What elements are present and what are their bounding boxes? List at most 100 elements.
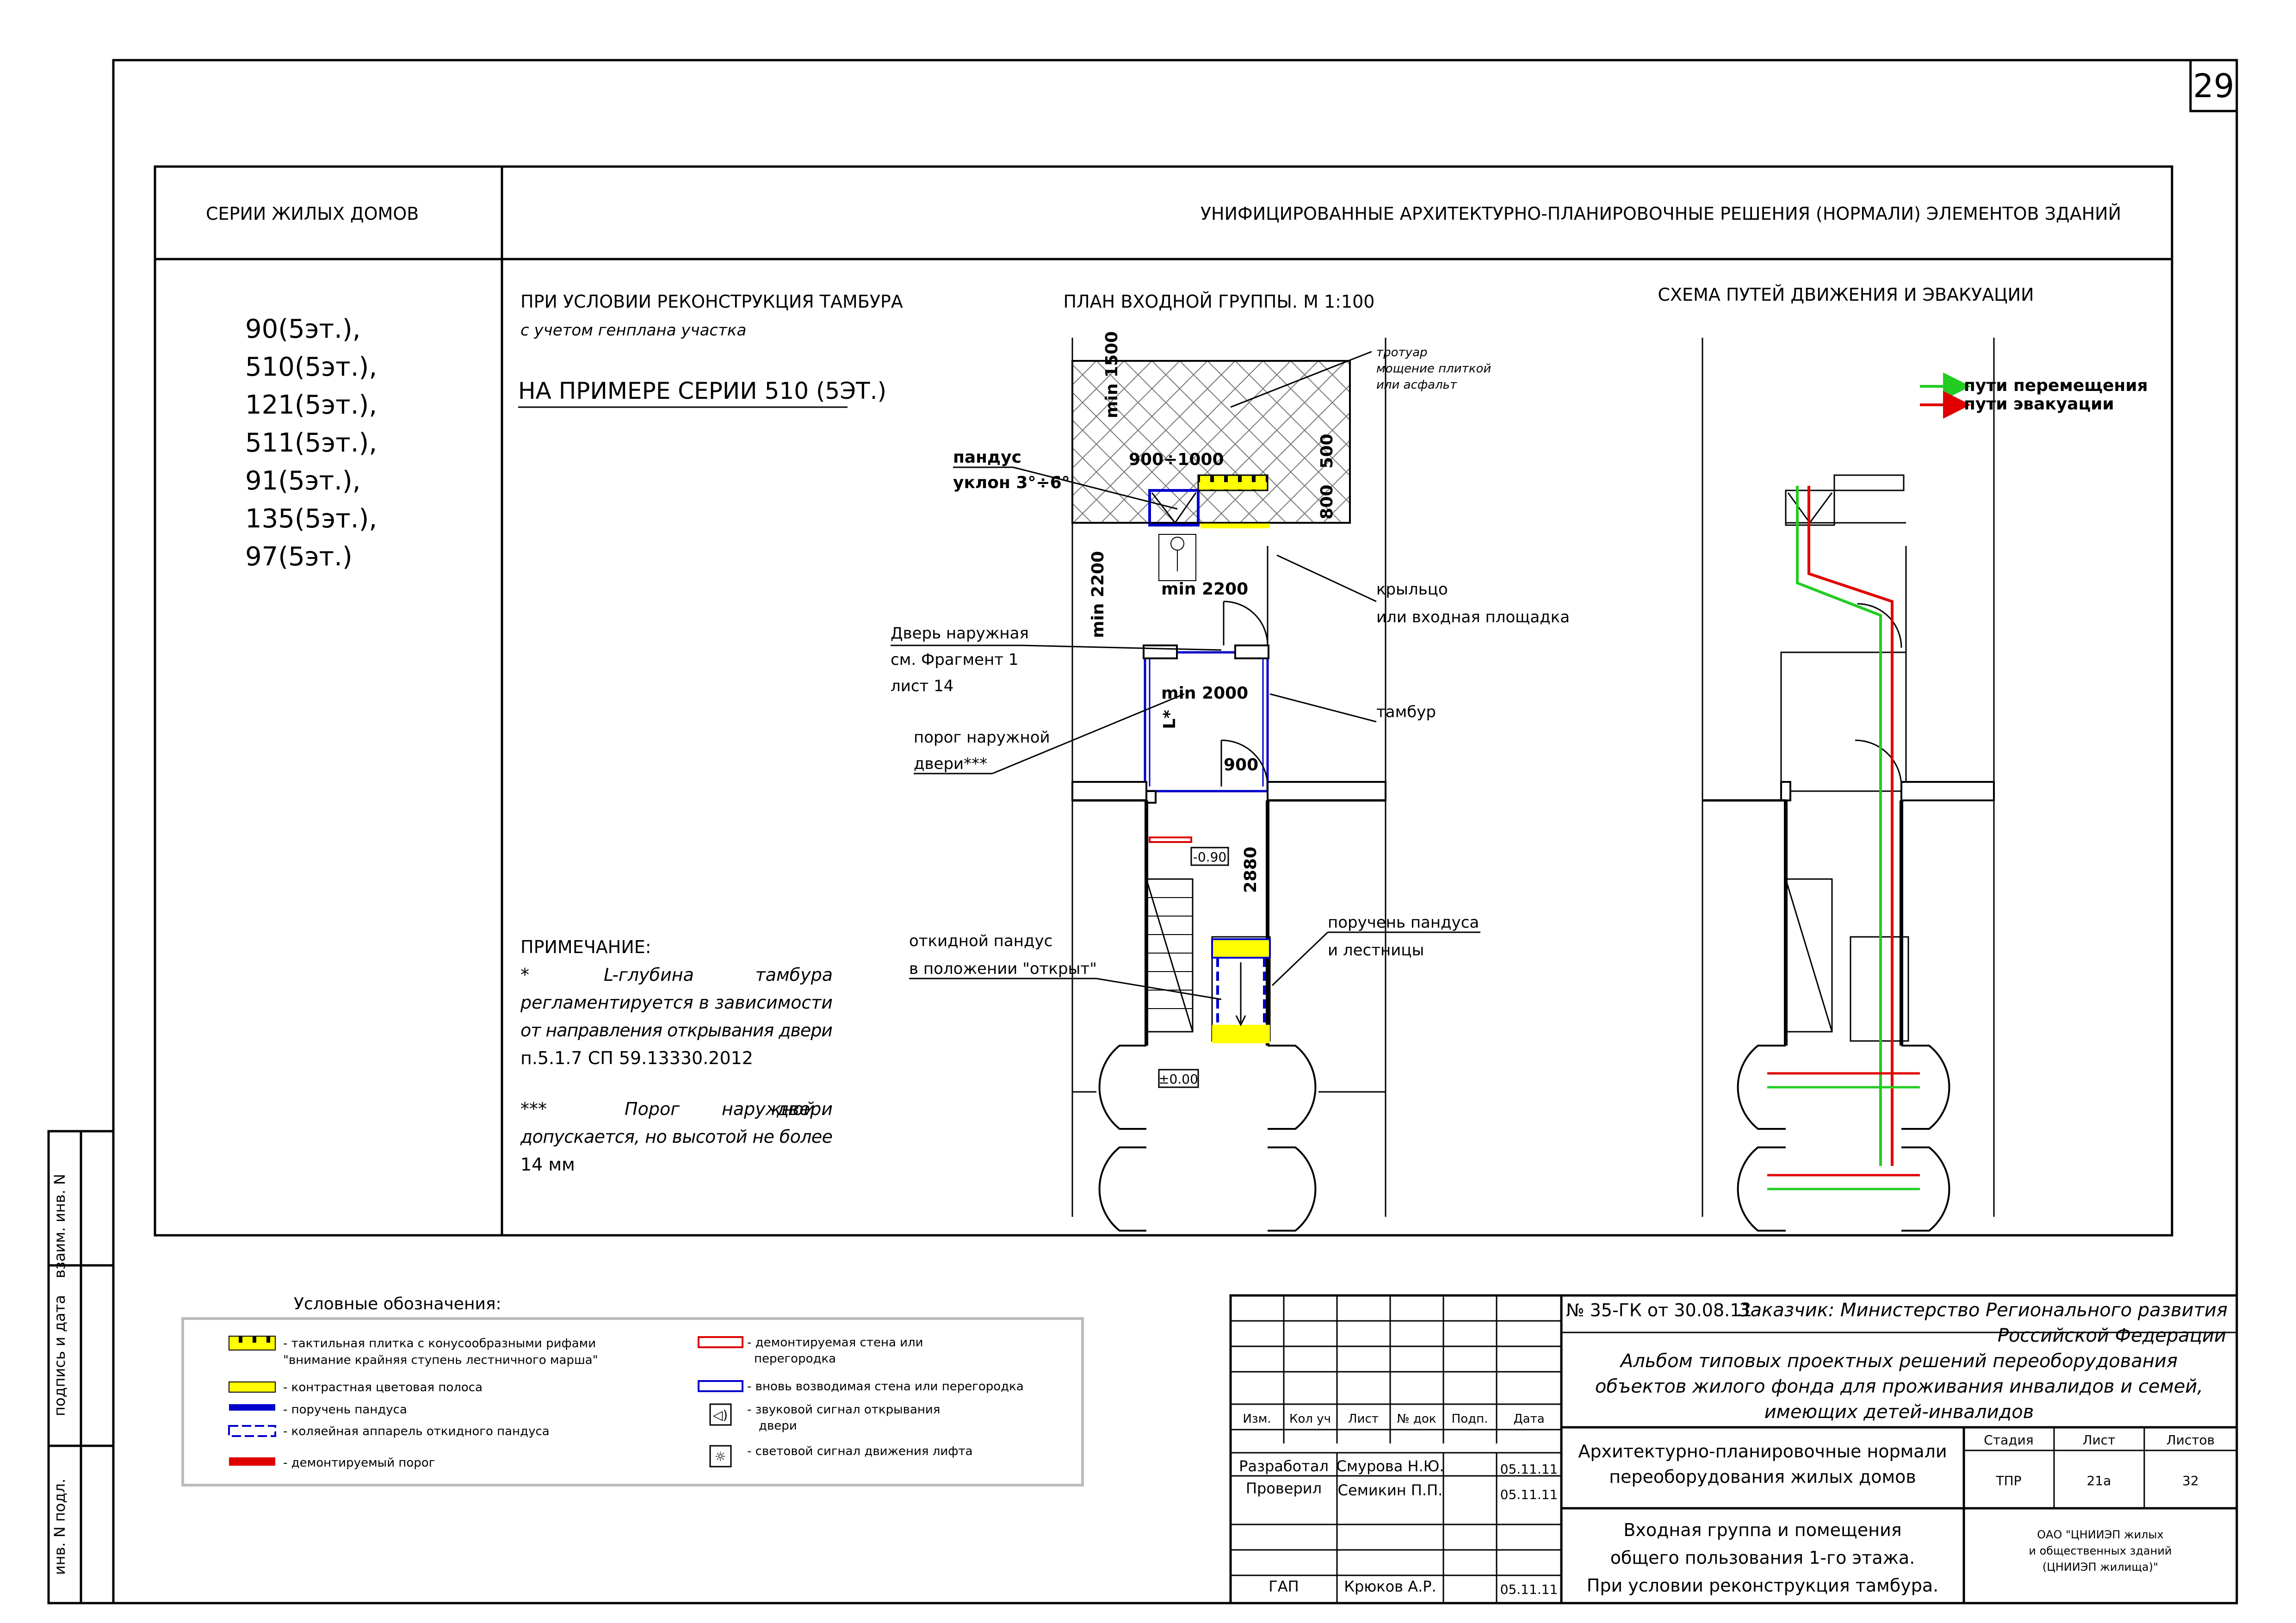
legend-item: - демонтируемая стена или (747, 1336, 923, 1350)
sheet-title-2: общего пользования 1-го этажа. (1610, 1548, 1915, 1568)
customer-line-2: Российской Федерации (1998, 1325, 2226, 1346)
side-label-3: инв. N подл. (51, 1479, 68, 1575)
condition-line-2: с учетом генплана участка (520, 321, 746, 340)
main-table (154, 165, 2173, 1237)
railing-label-2: и лестницы (1328, 941, 1424, 960)
series-item: 511(5эт.), (245, 428, 377, 458)
dim-800: 800 (1318, 484, 1337, 519)
series-list: 90(5эт.), 510(5эт.), 121(5эт.), 511(5эт.… (245, 314, 377, 572)
section-line-2: переоборудования жилых домов (1609, 1467, 1916, 1487)
dim-min2000: min 2000 (1161, 684, 1248, 703)
role-gap: ГАП (1269, 1578, 1299, 1595)
fold-ramp-label: откидной пандус (909, 932, 1052, 950)
dim-min2200-h: min 2200 (1161, 580, 1248, 599)
legend-item: двери (759, 1419, 797, 1433)
evacuation-scheme (1702, 338, 1995, 1232)
note-text: наружной (722, 1099, 815, 1119)
legend-item: - демонтируемый порог (283, 1456, 435, 1470)
svg-text:☼: ☼ (714, 1449, 726, 1464)
org-line-2: и общественных зданий (2029, 1544, 2172, 1557)
scheme-title: СХЕМА ПУТЕЙ ДВИЖЕНИЯ И ЭВАКУАЦИИ (1658, 285, 2034, 305)
legend-item: - поручень пандуса (283, 1403, 407, 1417)
stamp-col: Кол уч (1289, 1412, 1331, 1426)
door-label: Дверь наружная (891, 624, 1029, 643)
note-text: 14 мм (520, 1154, 575, 1175)
name-gap: Крюков А.Р. (1344, 1578, 1436, 1595)
stamp-col: № док (1397, 1412, 1436, 1426)
org-line-3: (ЦНИИЭП жилища)" (2042, 1561, 2158, 1573)
fold-ramp-top (1211, 938, 1271, 959)
movement-path (1796, 486, 1882, 1166)
section-line-1: Архитектурно-планировочные нормали (1578, 1441, 1947, 1462)
stamp-col: Дата (1513, 1412, 1544, 1426)
note-text: от направления открывания двери (520, 1020, 833, 1041)
note-block: ПРИМЕЧАНИЕ: * L-глубина тамбура регламен… (520, 937, 833, 1175)
tactile-tile (1197, 474, 1269, 491)
ramp-slope-label: уклон 3°÷6° (953, 473, 1070, 492)
contrast-strip (1201, 523, 1270, 528)
note-title: ПРИМЕЧАНИЕ: (520, 937, 651, 957)
stamp-col: Подп. (1452, 1412, 1488, 1426)
note-text: двери (776, 1099, 833, 1119)
porch-label-2: или входная площадка (1376, 608, 1570, 626)
fold-ramp-bottom (1212, 1025, 1270, 1043)
album-line-2: объектов жилого фонда для проживания инв… (1595, 1376, 2203, 1397)
level-minus090: -0.90 (1193, 849, 1226, 865)
date-gap: 05.11.11 (1500, 1582, 1558, 1597)
example-title: НА ПРИМЕРЕ СЕРИИ 510 (5ЭТ.) (518, 378, 886, 404)
dim-900-1000: 900÷1000 (1129, 450, 1224, 469)
level-000: ±0.00 (1158, 1072, 1198, 1087)
sheet-value: 21а (2087, 1473, 2111, 1488)
side-label-1: взаим. инв. N (51, 1174, 68, 1278)
outer-frame (112, 59, 2238, 1604)
door-label-2: см. Фрагмент 1 (891, 650, 1019, 669)
legend-item: - коляейная аппарель откидного пандуса (283, 1425, 550, 1438)
ramp-label: пандус (953, 448, 1021, 467)
legend-title: Условные обозначения: (294, 1295, 501, 1313)
series-item: 91(5эт.), (245, 466, 361, 496)
note-text: допускается, но высотой не более (520, 1127, 833, 1147)
dim-min1500: min 1500 (1102, 331, 1121, 418)
note-text: *** (520, 1099, 547, 1119)
fold-ramp-label-2: в положении "открыт" (909, 960, 1097, 978)
pavement-hatch (1071, 360, 1351, 524)
stamp-col: Лист (1348, 1412, 1379, 1426)
contract-number: № 35-ГК от 30.08.11 (1566, 1300, 1752, 1320)
side-label-2: подпись и дата (51, 1295, 68, 1416)
header-solutions: УНИФИЦИРОВАННЫЕ АРХИТЕКТУРНО-ПЛАНИРОВОЧН… (1201, 204, 2121, 224)
legend-item: - контрастная цветовая полоса (283, 1381, 483, 1394)
album-line-1: Альбом типовых проектных решений переобо… (1619, 1350, 2178, 1372)
series-item: 97(5эт.) (245, 542, 353, 572)
threshold-label-2: двери*** (914, 755, 987, 773)
sheets-value: 32 (2182, 1473, 2199, 1488)
role-developer: Разработал (1239, 1457, 1329, 1475)
name-checker: Семикин П.П. (1338, 1481, 1443, 1499)
header-series: СЕРИИ ЖИЛЫХ ДОМОВ (206, 204, 419, 224)
note-text: Порог (625, 1099, 680, 1119)
new-vestibule-wall (1144, 651, 1269, 793)
evacuation-path (1807, 486, 1894, 1166)
name-developer: Смурова Н.Ю. (1337, 1457, 1444, 1475)
note-text: регламентируется в зависимости (520, 992, 833, 1013)
customer-line-1: Заказчик: Министерство Регионального раз… (1739, 1300, 2228, 1321)
entrance-plan (1071, 338, 1386, 1232)
note-text: п.5.1.7 СП 59.13330.2012 (520, 1048, 753, 1068)
album-line-3: имеющих детей-инвалидов (1764, 1401, 2034, 1423)
stamp-col: Изм. (1243, 1412, 1271, 1426)
dim-min2200-v: min 2200 (1089, 551, 1108, 638)
side-stamp: взаим. инв. N подпись и дата инв. N подл… (47, 1130, 115, 1604)
series-item: 121(5эт.), (245, 390, 377, 420)
door-label-3: лист 14 (891, 677, 953, 695)
svg-text:◁): ◁) (713, 1407, 728, 1423)
threshold-label: порог наружной (914, 728, 1050, 747)
pavement-label: или асфальт (1376, 378, 1457, 392)
wheelchair-icon (1158, 534, 1196, 581)
stage-header: Стадия (1984, 1432, 2033, 1448)
series-item: 510(5эт.), (245, 352, 377, 382)
date-developer: 05.11.11 (1500, 1462, 1558, 1477)
sheets-header: Листов (2166, 1432, 2215, 1448)
sheet-title-3: При условии реконструкция тамбура. (1587, 1575, 1938, 1596)
page-number: 29 (2193, 67, 2234, 105)
light-signal-icon (709, 1445, 732, 1468)
